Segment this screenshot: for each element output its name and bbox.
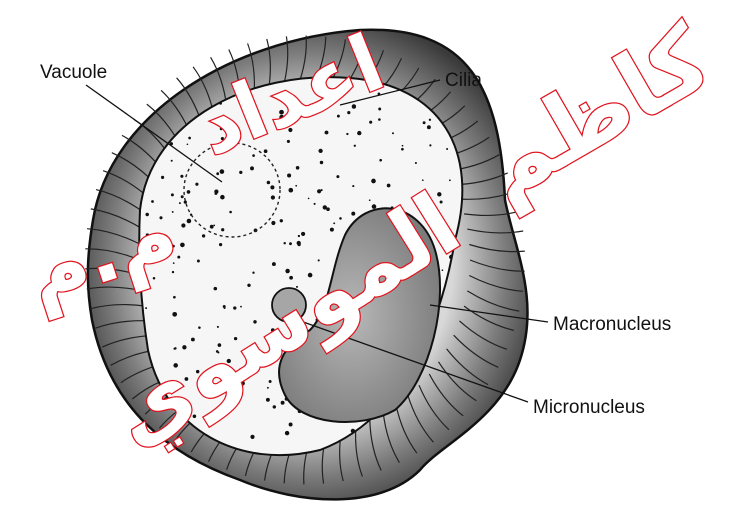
granule (354, 145, 356, 147)
granule (429, 119, 431, 121)
granule (314, 203, 316, 205)
granule (266, 398, 270, 402)
granule (346, 133, 348, 135)
granule (298, 235, 300, 237)
granule (352, 185, 354, 187)
granule (239, 171, 242, 174)
granule (325, 131, 329, 135)
granule (323, 205, 327, 209)
granule (213, 225, 215, 227)
granule (423, 121, 426, 124)
granule (320, 161, 323, 164)
granule (297, 243, 300, 246)
granule (371, 179, 376, 184)
granule (369, 121, 372, 124)
granule (179, 202, 181, 204)
granule (195, 183, 198, 186)
granule (446, 148, 448, 150)
watermark-name-1: كاظم (461, 4, 729, 221)
granule (402, 145, 404, 147)
granule (202, 234, 205, 237)
granule (271, 195, 275, 199)
granule (283, 242, 285, 244)
granule (214, 287, 218, 291)
granule (187, 190, 191, 194)
granule (173, 296, 176, 299)
granule (288, 188, 293, 193)
granule (181, 195, 184, 198)
granule (333, 222, 335, 224)
granule (308, 198, 310, 200)
granule (221, 228, 224, 231)
granule (289, 242, 292, 245)
granule (427, 125, 431, 129)
granule (181, 223, 185, 227)
macronucleus-label: Macronucleus (553, 314, 671, 335)
granule (172, 312, 177, 317)
granule (271, 221, 275, 225)
cilia-label: Cilia (445, 70, 482, 91)
granule (339, 217, 342, 220)
granule (161, 176, 164, 179)
granule (351, 212, 355, 216)
granule (296, 166, 300, 170)
granule (270, 185, 274, 189)
granule (318, 149, 322, 153)
granule (197, 260, 200, 263)
granule (285, 431, 289, 435)
micronucleus-label: Micronucleus (533, 397, 645, 418)
granule (145, 307, 147, 309)
granule (169, 91, 172, 94)
granule (172, 211, 174, 213)
granule (180, 175, 183, 178)
granule (280, 219, 283, 222)
granule (369, 199, 371, 201)
granule (295, 185, 297, 187)
granule (415, 162, 417, 164)
granule (387, 184, 391, 188)
granule (336, 175, 339, 178)
granule (289, 423, 293, 427)
granule (171, 160, 173, 162)
granule (401, 148, 404, 151)
granule (281, 401, 285, 405)
granule (188, 137, 191, 140)
granule (250, 435, 254, 439)
granule (392, 132, 394, 134)
granule (429, 144, 431, 146)
granule (287, 173, 291, 177)
granule (272, 262, 276, 266)
granule (250, 166, 254, 170)
granule (210, 225, 214, 229)
granule (267, 181, 271, 185)
granule (273, 405, 276, 408)
granule (229, 211, 232, 214)
granule (301, 232, 305, 236)
granule (252, 272, 254, 274)
granule (184, 200, 187, 203)
granule (378, 118, 381, 121)
granule (437, 192, 441, 196)
granule (187, 144, 189, 146)
granule (171, 193, 174, 196)
granule (321, 189, 323, 191)
vacuole-label: Vacuole (40, 62, 107, 83)
granule (449, 179, 451, 181)
granule (317, 189, 321, 193)
granule (219, 243, 222, 246)
granule (214, 192, 217, 195)
granule (180, 243, 185, 248)
granule (357, 131, 361, 135)
granule (379, 159, 382, 162)
granule (187, 219, 192, 224)
granule (220, 195, 225, 200)
